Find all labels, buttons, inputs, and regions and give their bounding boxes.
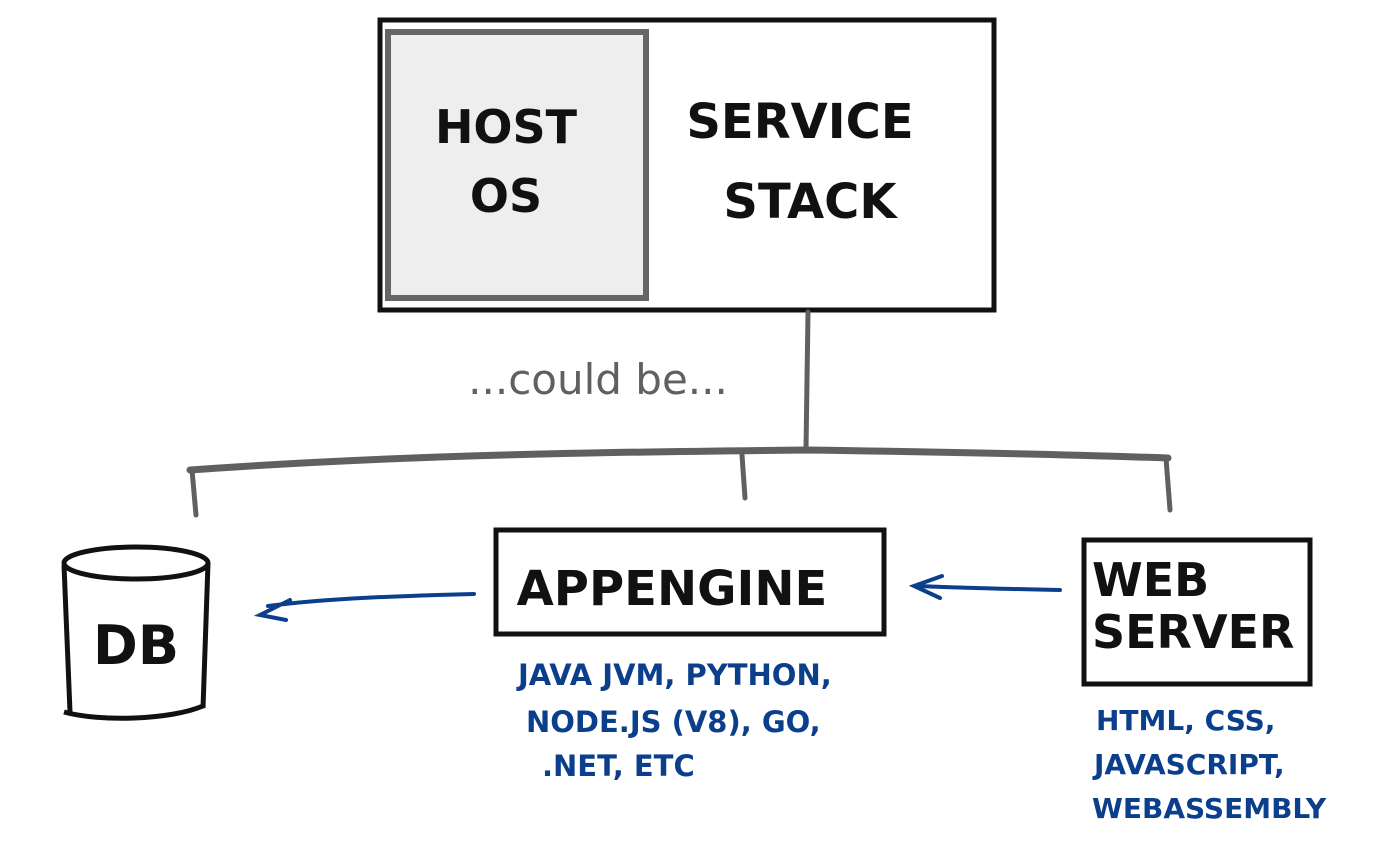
appengine-detail-line3: .NET, ETC (542, 749, 695, 783)
arrow-appengine-to-db (253, 592, 476, 622)
arrow-webserver-to-appengine (908, 574, 1062, 600)
webserver-detail-line3: WEBASSEMBLY (1092, 792, 1327, 825)
appengine-detail-line2: NODE.JS (V8), GO, (526, 705, 821, 739)
appengine-detail-line1: JAVA JVM, PYTHON, (516, 658, 832, 692)
db-cylinder-top (61, 544, 211, 582)
webserver-detail-line2: JAVASCRIPT, (1092, 748, 1285, 781)
host-os-box (385, 29, 649, 301)
appengine-box (493, 527, 887, 637)
connector-bar (186, 446, 1172, 474)
connector-label: ...could be... (468, 355, 728, 404)
db-cylinder-body (61, 562, 211, 721)
service-stack-label-line1: SERVICE (686, 94, 913, 150)
connector-drop-appengine (739, 452, 748, 501)
service-stack-box: HOST OS SERVICE STACK (377, 17, 997, 313)
webserver-label-line2: SERVER (1092, 605, 1294, 659)
service-stack-label-line2: STACK (723, 174, 898, 230)
host-os-label-line1: HOST (435, 100, 578, 154)
webserver-label-line1: WEB (1092, 553, 1209, 607)
connector-drop-webserver (1163, 455, 1173, 513)
webserver-detail-line1: HTML, CSS, (1096, 704, 1275, 737)
connector-trunk (803, 309, 811, 453)
appengine-node (493, 527, 887, 637)
webserver-box (1081, 537, 1313, 687)
db-label: DB (93, 614, 179, 677)
host-os-label-line2: OS (470, 169, 542, 223)
connector-drop-db (189, 467, 199, 518)
connector-tree (186, 309, 1173, 518)
appengine-label: APPENGINE (517, 561, 828, 617)
webserver-node (1081, 537, 1313, 687)
db-node (61, 544, 211, 721)
